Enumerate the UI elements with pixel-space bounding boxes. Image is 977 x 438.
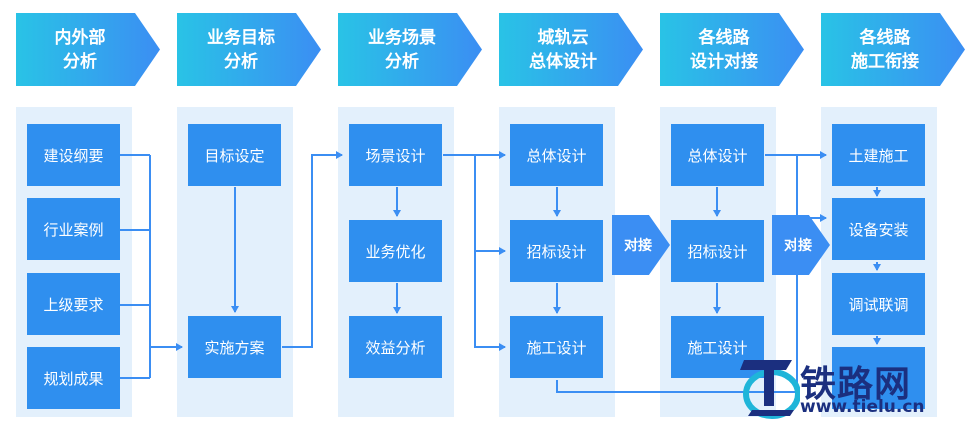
stage-header-internal-external-analysis: 内外部 分析 — [16, 13, 160, 86]
box-implementation-plan: 实施方案 — [188, 316, 281, 378]
box-construction-outline: 建设纲要 — [27, 124, 120, 186]
box-cloud-tender-design: 招标设计 — [510, 220, 603, 282]
box-column6-bottom — [832, 347, 925, 409]
stage-header-line-construction-connection: 各线路 施工衔接 — [821, 13, 965, 86]
box-line-overall-design: 总体设计 — [671, 124, 764, 186]
tielu-logo-icon — [740, 360, 800, 419]
box-planning-results: 规划成果 — [27, 347, 120, 409]
box-civil-construction: 土建施工 — [832, 124, 925, 186]
box-superior-requirements: 上级要求 — [27, 273, 120, 335]
box-scenario-design: 场景设计 — [349, 124, 442, 186]
box-goal-setting: 目标设定 — [188, 124, 281, 186]
box-business-optimization: 业务优化 — [349, 220, 442, 282]
box-industry-cases: 行业案例 — [27, 198, 120, 260]
box-equipment-installation: 设备安装 — [832, 198, 925, 260]
stage-header-cloud-overall-design: 城轨云 总体设计 — [499, 13, 643, 86]
watermark-title: 铁路网 — [800, 364, 912, 405]
box-line-tender-design: 招标设计 — [671, 220, 764, 282]
stage-header-business-goal-analysis: 业务目标 分析 — [177, 13, 321, 86]
box-benefit-analysis: 效益分析 — [349, 316, 442, 378]
box-cloud-overall-design: 总体设计 — [510, 124, 603, 186]
stage-header-line-design-docking: 各线路 设计对接 — [660, 13, 804, 86]
stage-header-business-scenario-analysis: 业务场景 分析 — [338, 13, 482, 86]
watermark-url: www.tielu.cn — [800, 397, 925, 417]
box-cloud-construction-design: 施工设计 — [510, 316, 603, 378]
box-debugging-joint-test: 调试联调 — [832, 273, 925, 335]
